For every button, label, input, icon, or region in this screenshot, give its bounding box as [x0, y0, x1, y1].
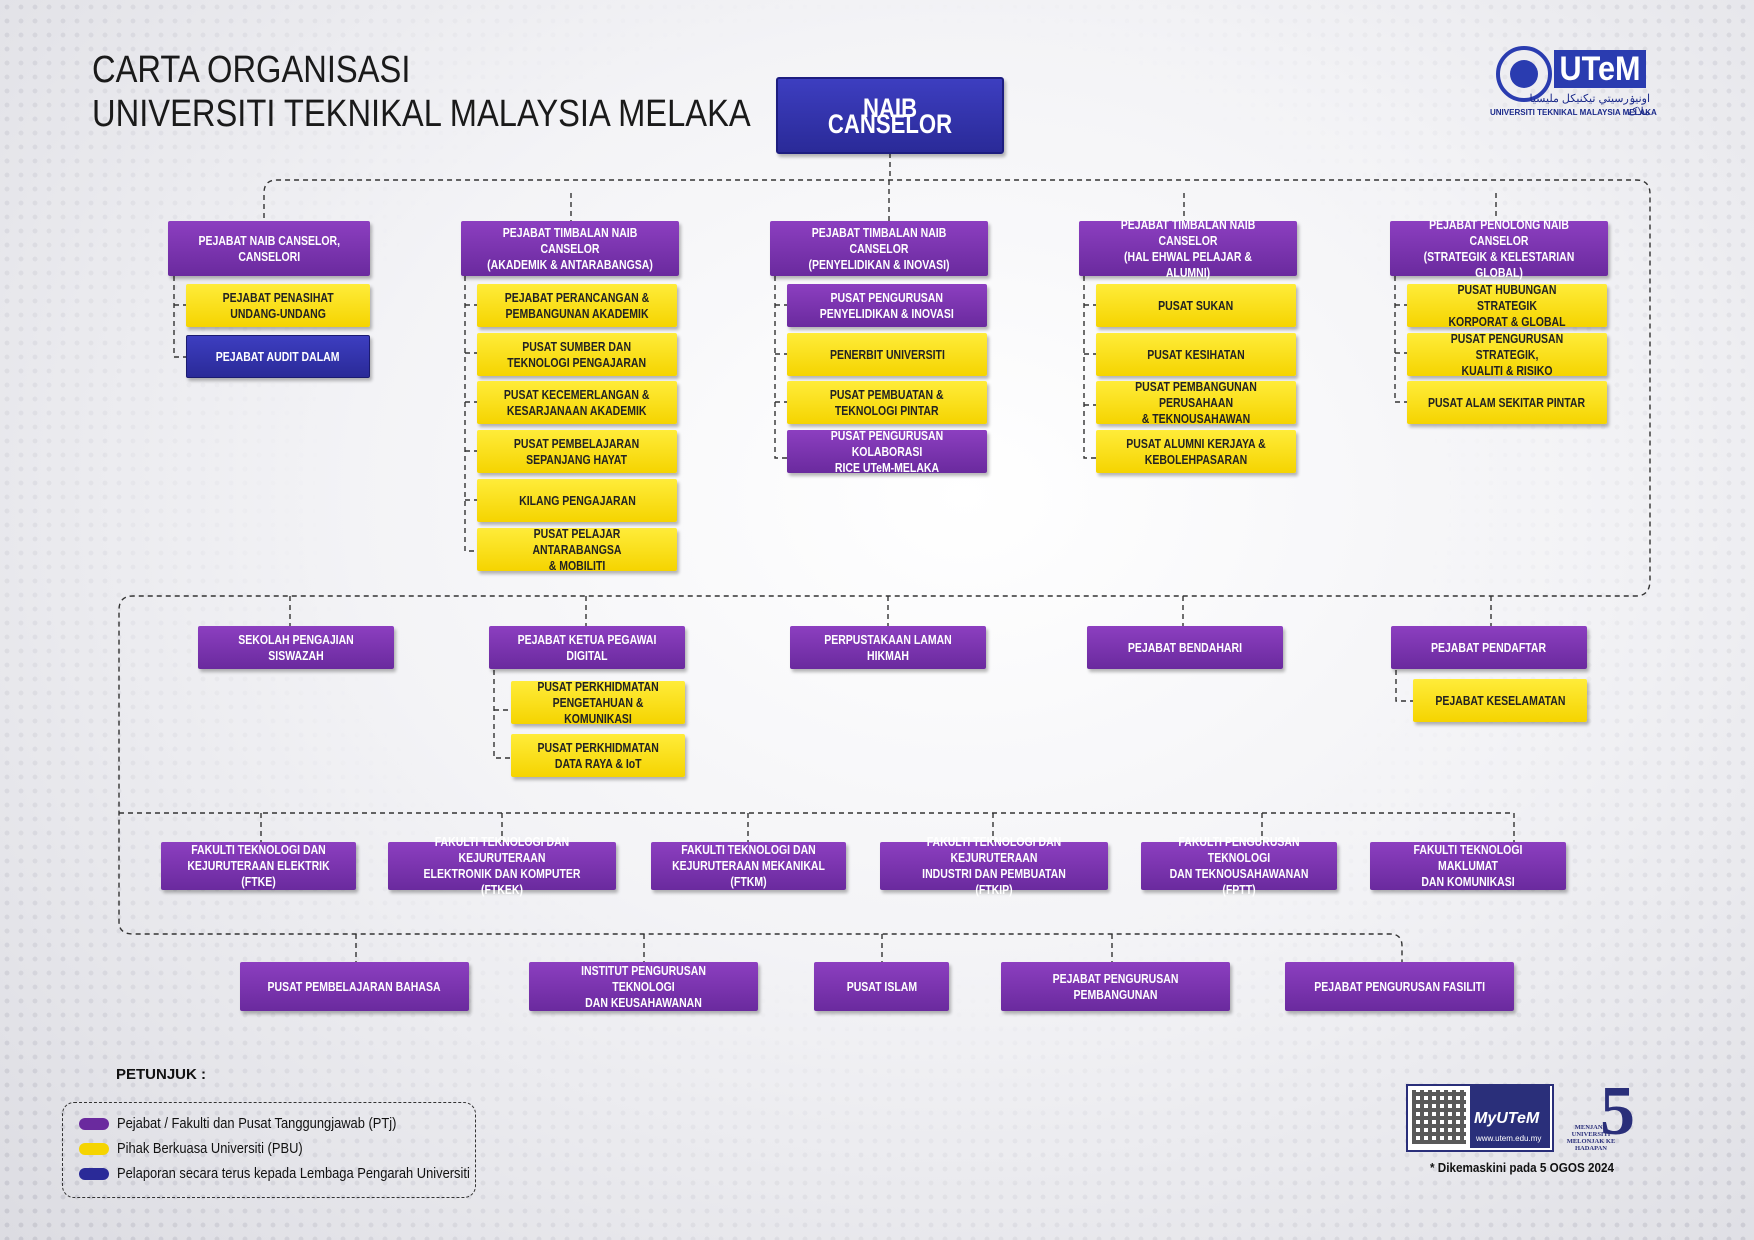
box-strategik-child: PUSAT HUBUNGAN STRATEGIK KORPORAT & GLOB… [1407, 283, 1607, 329]
box-faculty: FAKULTI TEKNOLOGI MAKLUMAT DAN KOMUNIKAS… [1370, 842, 1566, 890]
logo-subtitle: UNIVERSITI TEKNIKAL MALAYSIA MELAKA [1490, 108, 1657, 117]
box-pnc-strategik: PEJABAT PENOLONG NAIB CANSELOR (STRATEGI… [1390, 218, 1608, 280]
legend-swatch [79, 1117, 109, 1130]
legend-item: Pejabat / Fakulti dan Pusat Tanggungjawa… [79, 1115, 442, 1132]
box-hep-child: PUSAT PEMBANGUNAN PERUSAHAAN & TEKNOUSAH… [1096, 380, 1296, 426]
box-tnc-penyelidikan: PEJABAT TIMBALAN NAIB CANSELOR (PENYELID… [770, 221, 988, 276]
legend-title: PETUNJUK : [116, 1066, 207, 1083]
logo-jawi-text: اونيۏرسيتي تيكنيكل مليسيا ملاک [1529, 93, 1650, 118]
update-note: * Dikemaskini pada 5 OGOS 2024 [1430, 1160, 1615, 1175]
box-faculty: FAKULTI TEKNOLOGI DAN KEJURUTERAAN INDUS… [880, 835, 1108, 897]
five-year-badge-icon: 5 MENJANA UNIVERSITI MELONJAK KE HADAPAN [1566, 1073, 1635, 1152]
logo-wordmark: UTeM [1554, 50, 1646, 88]
box-pembangunan: PEJABAT PENGURUSAN PEMBANGUNAN [1001, 962, 1230, 1011]
box-akademik-child: PUSAT PELAJAR ANTARABANGSA & MOBILITI [477, 527, 677, 573]
legend-swatch [79, 1167, 109, 1180]
qr-code-icon [1412, 1090, 1466, 1144]
box-strategik-child: PUSAT ALAM SEKITAR PINTAR [1407, 381, 1607, 424]
box-akademik-child: PUSAT KECEMERLANGAN & KESARJANAAN AKADEM… [477, 381, 677, 424]
utem-logo: UTeM اونيۏرسيتي تيكنيكل مليسيا ملاک UNIV… [1490, 42, 1657, 124]
box-pejabat-naib-canselor: PEJABAT NAIB CANSELOR, CANSELORI [168, 221, 370, 276]
box-digital-child: PUSAT PERKHIDMATAN PENGETAHUAN & KOMUNIK… [511, 680, 685, 726]
box-tnc-akademik: PEJABAT TIMBALAN NAIB CANSELOR (AKADEMIK… [461, 221, 679, 276]
box-ketua-pegawai-digital: PEJABAT KETUA PEGAWAI DIGITAL [489, 626, 685, 669]
box-faculty: FAKULTI TEKNOLOGI DAN KEJURUTERAAN ELEKT… [388, 835, 616, 897]
box-penyelidikan-child: PENERBIT UNIVERSITI [787, 333, 987, 376]
box-audit-dalam: PEJABAT AUDIT DALAM [186, 335, 370, 378]
legend-item: Pelaporan secara terus kepada Lembaga Pe… [79, 1165, 527, 1182]
box-penasihat-undang: PEJABAT PENASIHAT UNDANG-UNDANG [186, 284, 370, 327]
qr-site: www.utem.edu.my [1476, 1134, 1542, 1143]
box-faculty: FAKULTI PENGURUSAN TEKNOLOGI DAN TEKNOUS… [1141, 835, 1337, 897]
box-naib-canselor: NAIB CANSELOR [776, 77, 1004, 154]
box-bendahari: PEJABAT BENDAHARI [1087, 626, 1283, 669]
legend: Pejabat / Fakulti dan Pusat Tanggungjawa… [62, 1102, 476, 1198]
box-keselamatan: PEJABAT KESELAMATAN [1413, 679, 1587, 722]
utem-emblem-icon [1496, 46, 1552, 102]
box-bahasa: PUSAT PEMBELAJARAN BAHASA [240, 962, 469, 1011]
box-pendaftar: PEJABAT PENDAFTAR [1391, 626, 1587, 669]
box-digital-child: PUSAT PERKHIDMATAN DATA RAYA & IoT [511, 734, 685, 777]
box-hep-child: PUSAT SUKAN [1096, 284, 1296, 327]
box-faculty: FAKULTI TEKNOLOGI DAN KEJURUTERAAN MEKAN… [651, 842, 846, 890]
box-akademik-child: PEJABAT PERANCANGAN & PEMBANGUNAN AKADEM… [477, 284, 677, 327]
box-faculty: FAKULTI TEKNOLOGI DAN KEJURUTERAAN ELEKT… [161, 842, 356, 890]
box-penyelidikan-child: PUSAT PENGURUSAN KOLABORASI RICE UTeM-ME… [787, 429, 987, 475]
box-perpustakaan: PERPUSTAKAAN LAMAN HIKMAH [790, 626, 986, 669]
box-hep-child: PUSAT KESIHATAN [1096, 333, 1296, 376]
legend-item: Pihak Berkuasa Universiti (PBU) [79, 1140, 333, 1157]
box-penyelidikan-child: PUSAT PEMBUATAN & TEKNOLOGI PINTAR [787, 381, 987, 424]
box-strategik-child: PUSAT PENGURUSAN STRATEGIK, KUALITI & RI… [1407, 332, 1607, 378]
box-akademik-child: PUSAT SUMBER DAN TEKNOLOGI PENGAJARAN [477, 333, 677, 376]
box-institut: INSTITUT PENGURUSAN TEKNOLOGI DAN KEUSAH… [529, 962, 758, 1011]
title-line-2: UNIVERSITI TEKNIKAL MALAYSIA MELAKA [92, 93, 751, 135]
box-pusat-islam: PUSAT ISLAM [814, 962, 949, 1011]
box-tnc-hep: PEJABAT TIMBALAN NAIB CANSELOR (HAL EHWA… [1079, 218, 1297, 280]
box-fasiliti: PEJABAT PENGURUSAN FASILITI [1285, 962, 1514, 1011]
title-line-1: CARTA ORGANISASI [92, 49, 411, 91]
box-penyelidikan-child: PUSAT PENGURUSAN PENYELIDIKAN & INOVASI [787, 284, 987, 327]
box-sekolah-siswazah: SEKOLAH PENGAJIAN SISWAZAH [198, 626, 394, 669]
box-akademik-child: PUSAT PEMBELAJARAN SEPANJANG HAYAT [477, 430, 677, 473]
qr-brand: MyUTeM [1474, 1110, 1540, 1127]
legend-swatch [79, 1142, 109, 1155]
myutem-qr-panel[interactable]: MyUTeM www.utem.edu.my [1406, 1084, 1554, 1152]
box-akademik-child: KILANG PENGAJARAN [477, 479, 677, 522]
page-title: CARTA ORGANISASI UNIVERSITI TEKNIKAL MAL… [92, 48, 751, 136]
box-hep-child: PUSAT ALUMNI KERJAYA & KEBOLEHPASARAN [1096, 430, 1296, 473]
